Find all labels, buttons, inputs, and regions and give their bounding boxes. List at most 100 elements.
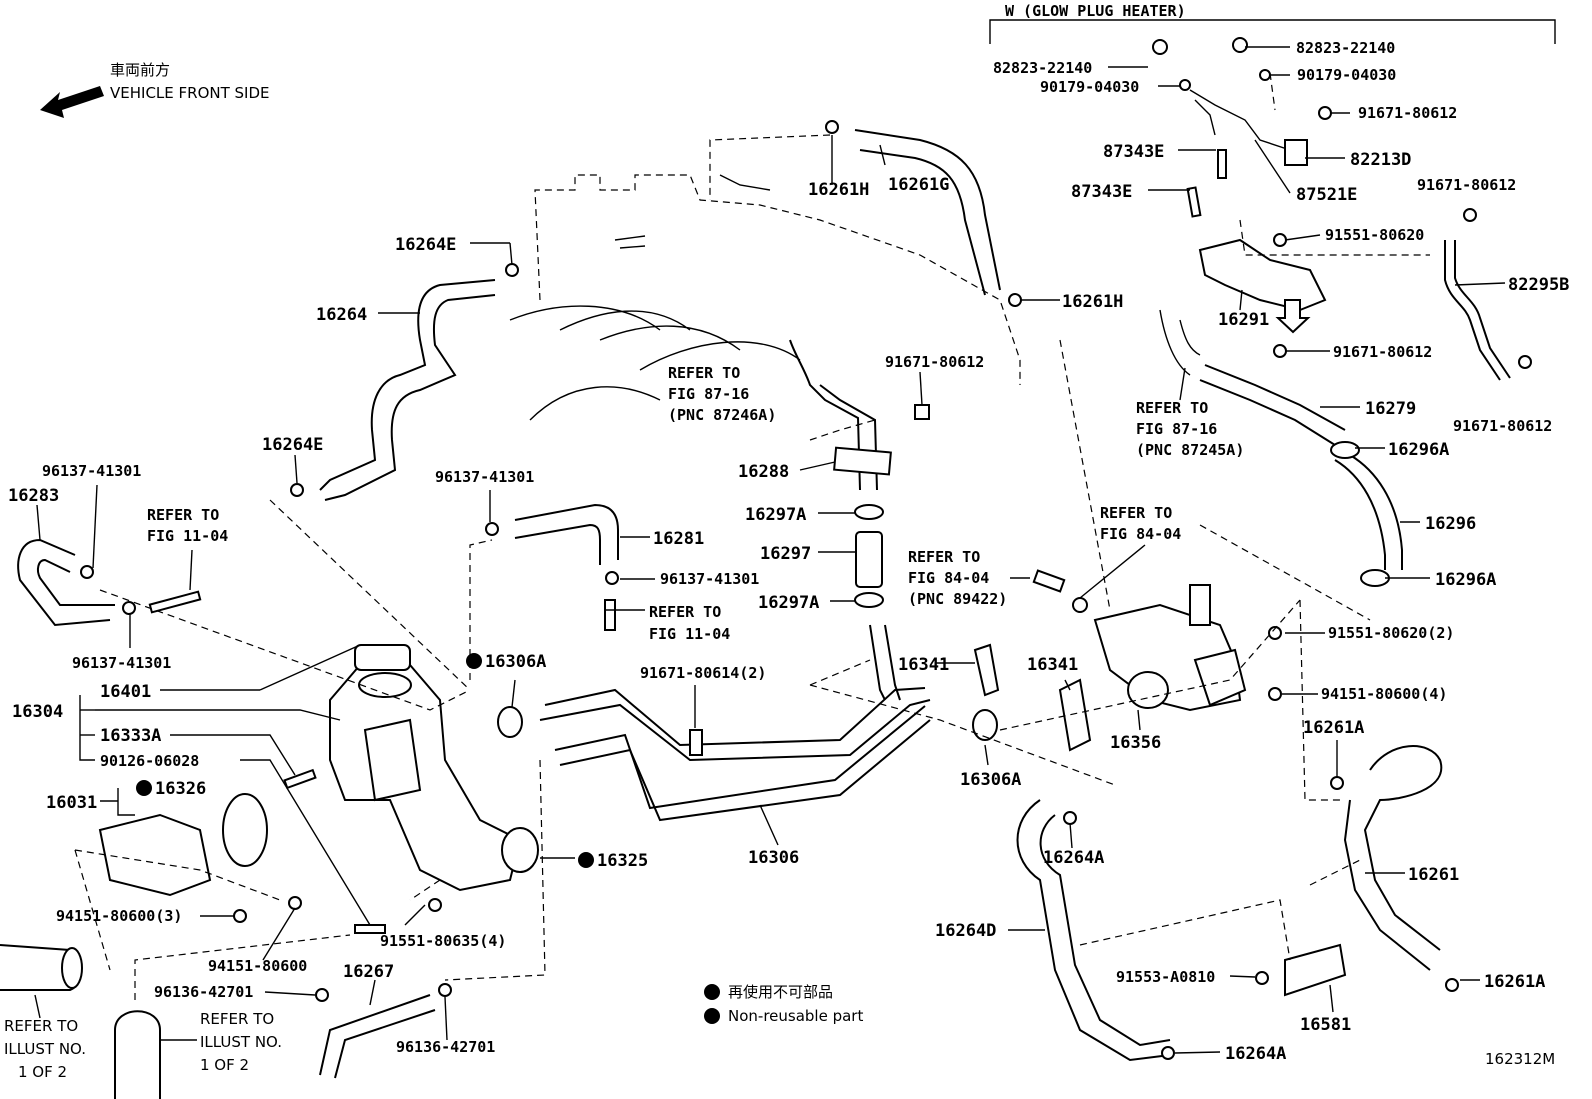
refer-note-line: REFER TO [649, 603, 721, 621]
refer-note-line: ILLUST NO. [200, 1033, 282, 1051]
legend-dot [704, 984, 720, 1000]
refer-note-line: REFER TO [908, 548, 980, 566]
hose-16296 [1334, 454, 1403, 570]
part-label: 16264E [395, 235, 456, 255]
part-label: 16333A [100, 726, 161, 746]
hose-16261 [1343, 745, 1443, 971]
part-label: 16267 [343, 962, 394, 982]
legend-jp: 再使用不可部品 [728, 983, 833, 1001]
part-label: 16261A [1484, 972, 1545, 992]
part-label: 91551-80620 [1325, 226, 1424, 244]
front-label-en: VEHICLE FRONT SIDE [110, 84, 270, 102]
part-label: 94151-80600(4) [1321, 685, 1447, 703]
hose-82295B [1444, 240, 1511, 381]
part-label: 16031 [46, 793, 97, 813]
part-label: 90179-04030 [1040, 78, 1139, 96]
part-label: 87343E [1103, 142, 1164, 162]
part-label: 91671-80612 [1358, 104, 1457, 122]
part-label: 16264E [262, 435, 323, 455]
part-label: 16306A [485, 652, 546, 672]
part-label: 16283 [8, 486, 59, 506]
part-label: 96137-41301 [660, 570, 759, 588]
part-label: 96137-41301 [42, 462, 141, 480]
part-label: 16261H [808, 180, 869, 200]
non-reusable-dot [466, 653, 482, 669]
part-labels: 82823-22140 82823-22140 90179-04030 9017… [8, 39, 1569, 1064]
hose-16264 [319, 279, 496, 501]
hose-16297 [854, 504, 884, 608]
part-label: 90126-06028 [100, 752, 199, 770]
part-label: 16356 [1110, 733, 1161, 753]
refer-note-line: REFER TO [147, 506, 219, 524]
part-label: 96136-42701 [396, 1038, 495, 1056]
part-label: 16297A [745, 505, 806, 525]
part-label: 91671-80614(2) [640, 664, 766, 682]
part-label: 96137-41301 [435, 468, 534, 486]
water-outlet-16356 [1093, 584, 1247, 712]
part-label: 82295B [1508, 275, 1569, 295]
refer-note-line: FIG 84-04 [1100, 525, 1181, 543]
hose-16283 [17, 538, 115, 627]
part-label: 94151-80600 [208, 957, 307, 975]
refer-note-line: REFER TO [4, 1017, 78, 1035]
part-label: 16341 [898, 655, 949, 675]
refer-note-line: (PNC 87245A) [1136, 441, 1244, 459]
refer-note-line: FIG 87-16 [668, 385, 749, 403]
hose-16281 [514, 503, 619, 565]
refer-note-line: (PNC 89422) [908, 590, 1007, 608]
dashed-leaders [74, 72, 1430, 1000]
part-label: 16291 [1218, 310, 1269, 330]
intake-manifold-outline [509, 174, 1021, 421]
part-label: 16261H [1062, 292, 1123, 312]
part-label: 16341 [1027, 655, 1078, 675]
pipe-16291 [1198, 238, 1327, 334]
part-label: 96137-41301 [72, 654, 171, 672]
part-label: 16261G [888, 175, 949, 195]
hose-16261G [854, 129, 1001, 296]
part-label: 16279 [1365, 399, 1416, 419]
refer-note-line: 1 OF 2 [200, 1056, 249, 1074]
refer-note-line: (PNC 87246A) [668, 406, 776, 424]
refer-notes: REFER TO FIG 11-04 REFER TO FIG 11-04 RE… [4, 364, 1244, 1081]
part-label: 91671-80612 [1453, 417, 1552, 435]
refer-note-line: FIG 84-04 [908, 569, 989, 587]
refer-note-line: REFER TO [200, 1010, 274, 1028]
refer-note-line: FIG 87-16 [1136, 420, 1217, 438]
other-illustration-hoses [0, 944, 161, 1099]
part-label: 91551-80620(2) [1328, 624, 1454, 642]
part-label: 91671-80612 [1417, 176, 1516, 194]
part-label: 16297A [758, 593, 819, 613]
part-label: 16297 [760, 544, 811, 564]
part-label: 16264A [1043, 848, 1104, 868]
part-label: 82823-22140 [1296, 39, 1395, 57]
water-outlet-16304 [98, 644, 522, 897]
part-label: 16261 [1408, 865, 1459, 885]
refer-note-line: ILLUST NO. [4, 1040, 86, 1058]
part-label: 16401 [100, 682, 151, 702]
non-reusable-markers [136, 653, 720, 1024]
hose-16279 [1159, 309, 1346, 446]
refer-note-line: 1 OF 2 [18, 1063, 67, 1081]
part-label: 82823-22140 [993, 59, 1092, 77]
legend-dot [704, 1008, 720, 1024]
glow-plug-title: W (GLOW PLUG HEATER) [1005, 2, 1186, 20]
part-label: 91551-80635(4) [380, 932, 506, 950]
part-label: 16296A [1388, 440, 1449, 460]
hose-16267 [319, 994, 436, 1079]
part-label: 16325 [597, 851, 648, 871]
leader-lines [34, 46, 1506, 1054]
front-label-jp: 車両前方 [110, 61, 170, 79]
refer-note-line: REFER TO [668, 364, 740, 382]
legend: 再使用不可部品 Non-reusable part [728, 983, 863, 1025]
glow-plug-heater-group: W (GLOW PLUG HEATER) [989, 2, 1556, 44]
part-label: 16288 [738, 462, 789, 482]
part-label: 16306 [748, 848, 799, 868]
part-label: 90179-04030 [1297, 66, 1396, 84]
part-label: 91671-80612 [1333, 343, 1432, 361]
part-label: 16296 [1425, 514, 1476, 534]
part-label: 16296A [1435, 570, 1496, 590]
clamps-and-bolts [80, 37, 1532, 1060]
part-label: 16281 [653, 529, 704, 549]
pipe-16306 [539, 624, 931, 822]
